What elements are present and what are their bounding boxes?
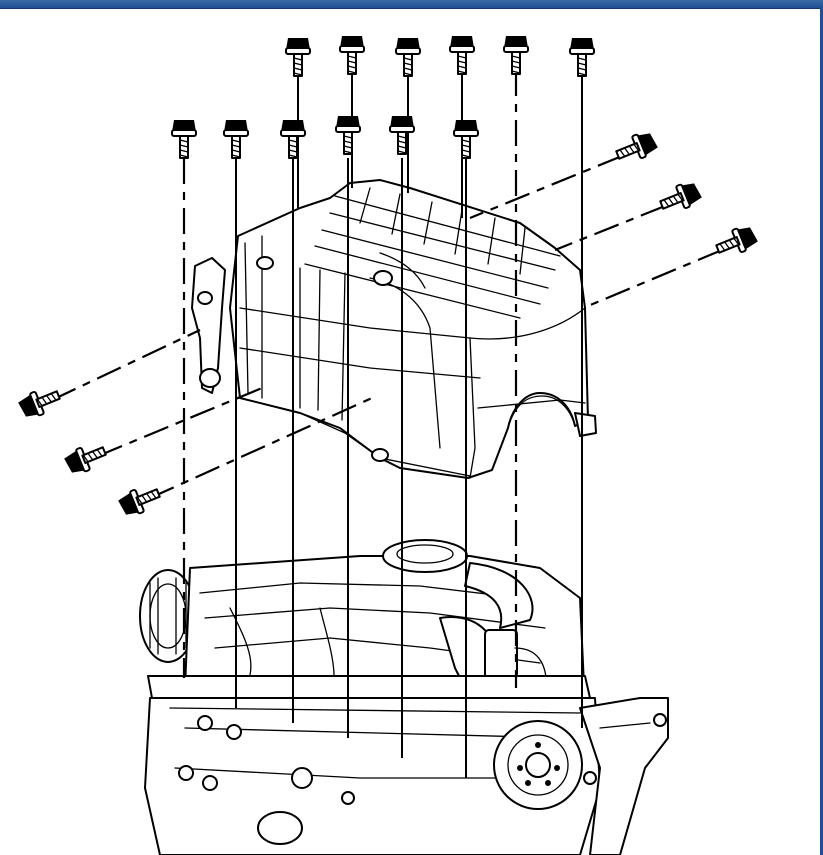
bolts-front-row [171,115,479,159]
engine-cover-exploded-diagram [15,35,761,855]
hex-flange-bolt-icon [395,37,421,77]
bolts-right-side [612,127,761,262]
hex-flange-bolt-icon [223,119,249,159]
hex-flange-bolt-icon [656,177,705,218]
hex-flange-bolt-icon [285,37,311,77]
bolts-left-side [15,382,164,521]
hex-flange-bolt-icon [171,119,197,159]
engine-top-cover [191,179,597,479]
hex-flange-bolt-icon [115,480,164,521]
hex-flange-bolt-icon [61,438,110,479]
hex-flange-bolt-icon [15,382,64,423]
hex-flange-bolt-icon [612,127,661,168]
hex-flange-bolt-icon [453,119,479,159]
hex-flange-bolt-icon [389,115,415,155]
hex-flange-bolt-icon [712,221,761,262]
hex-flange-bolt-icon [339,35,365,75]
engine-block [139,539,669,855]
hex-flange-bolt-icon [335,115,361,155]
hex-flange-bolt-icon [280,119,306,159]
window-title-bar [0,0,823,9]
hex-flange-bolt-icon [569,37,595,77]
hex-flange-bolt-icon [449,35,475,75]
window-right-border [820,8,823,855]
hex-flange-bolt-icon [503,35,529,75]
bolts-rear-row [285,35,595,77]
